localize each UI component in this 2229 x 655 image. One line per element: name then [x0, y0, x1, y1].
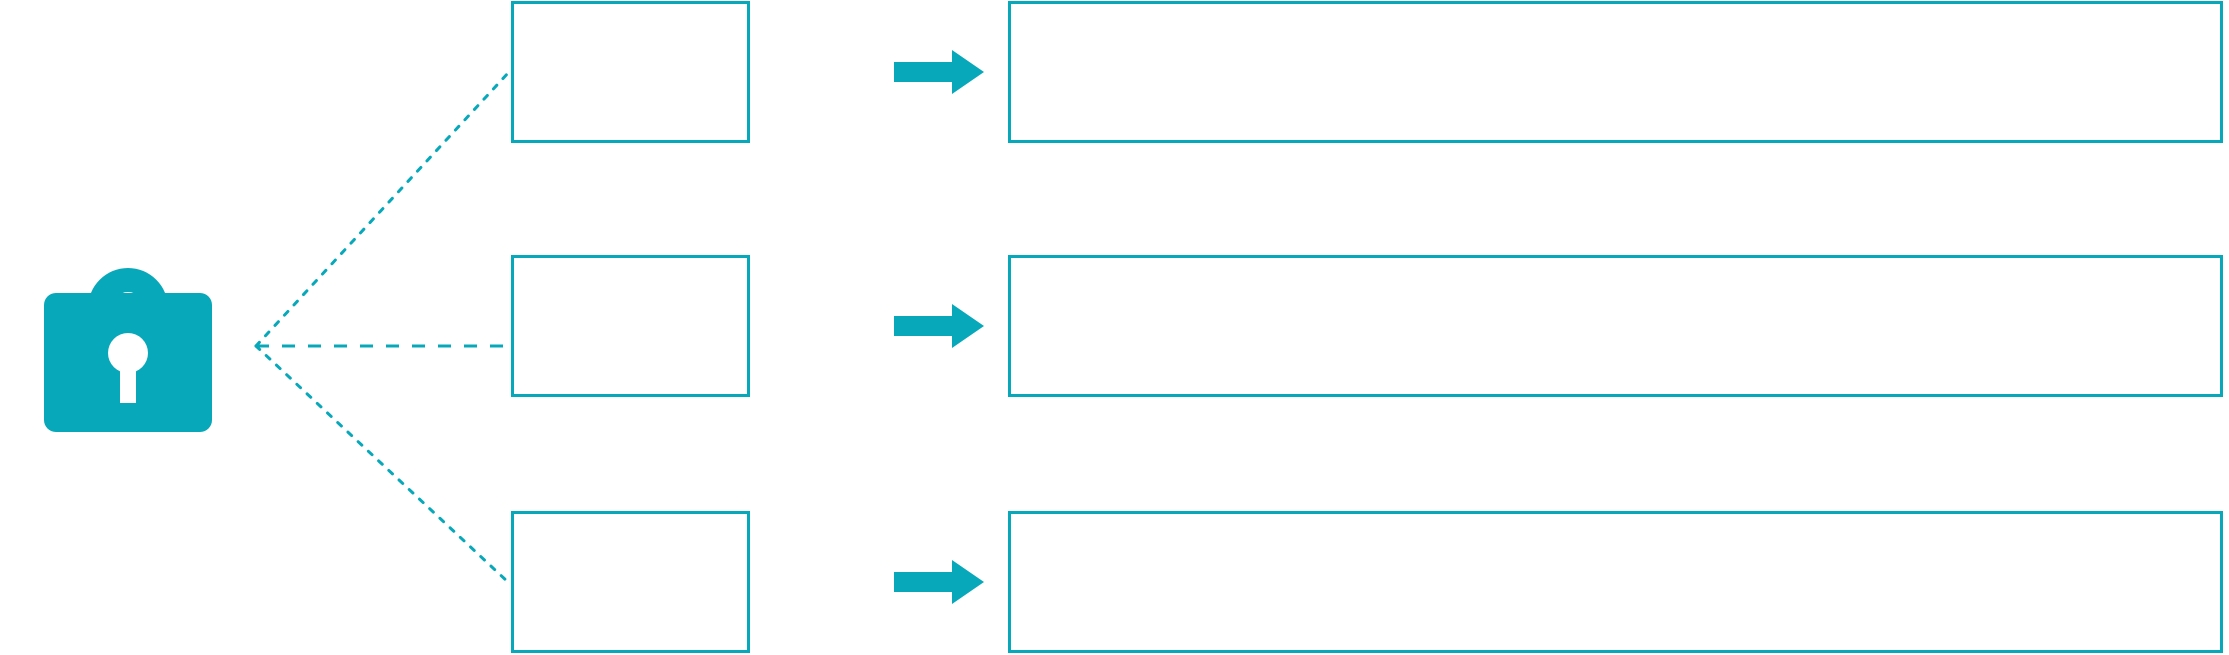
diagram-row: [0, 0, 2229, 144]
arrow-right-icon: [894, 560, 984, 604]
output-box-row-3[interactable]: [1008, 511, 2223, 653]
input-box-row-1[interactable]: [511, 1, 750, 143]
output-box-row-2[interactable]: [1008, 255, 2223, 397]
arrow-right-icon: [894, 50, 984, 94]
arrow-right-icon: [894, 304, 984, 348]
input-box-row-2[interactable]: [511, 255, 750, 397]
diagram-row: [0, 254, 2229, 398]
input-box-row-3[interactable]: [511, 511, 750, 653]
lock-icon: [28, 210, 228, 440]
diagram-row: [0, 510, 2229, 654]
output-box-row-1[interactable]: [1008, 1, 2223, 143]
